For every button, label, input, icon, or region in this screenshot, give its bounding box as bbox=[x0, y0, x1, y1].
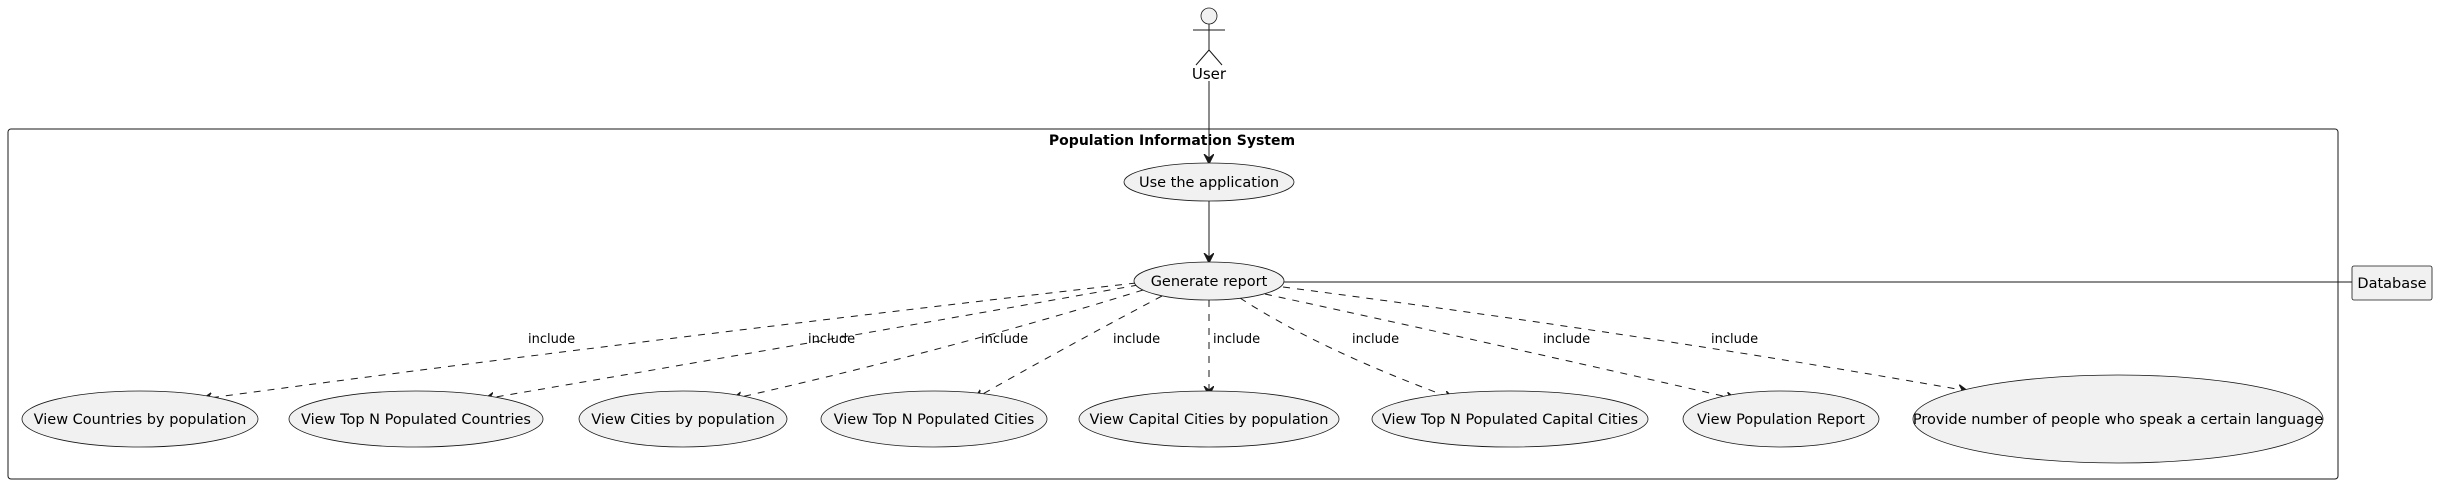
use-case-ellipse bbox=[1078, 390, 1340, 448]
include-label-cities: include bbox=[981, 332, 1028, 347]
database-actor[interactable]: Database bbox=[2351, 265, 2433, 301]
use-case-label: View Cities by population bbox=[591, 412, 775, 428]
include-arrow-cities bbox=[732, 289, 1144, 399]
user-actor-label: User bbox=[1192, 65, 1227, 83]
include-label-capital-cities: include bbox=[1213, 332, 1260, 347]
include-arrow-top-n-capital-cities bbox=[1239, 297, 1454, 399]
use-case-ellipse bbox=[21, 390, 259, 448]
use-case-ellipse bbox=[1682, 390, 1880, 448]
use-case-ellipse bbox=[820, 390, 1048, 448]
system-title: Population Information System bbox=[1049, 133, 1295, 149]
use-case-use-app[interactable]: Use the application bbox=[1123, 162, 1295, 202]
use-case-ellipse bbox=[1123, 162, 1295, 202]
use-case-label: Use the application bbox=[1139, 175, 1279, 191]
use-case-label: View Capital Cities by population bbox=[1090, 412, 1329, 428]
user-actor-right-leg bbox=[1208, 49, 1223, 66]
use-case-label: View Top N Populated Capital Cities bbox=[1382, 412, 1638, 428]
system-boundary-frame bbox=[7, 128, 2339, 480]
system-boundary: Population Information System bbox=[7, 128, 2339, 480]
use-case-language-speakers[interactable]: Provide number of people who speak a cer… bbox=[1912, 374, 2324, 464]
database-label: Database bbox=[2357, 276, 2426, 292]
use-case-label: View Top N Populated Cities bbox=[834, 412, 1035, 428]
include-arrow-countries bbox=[202, 282, 1137, 399]
use-case-ellipse bbox=[1371, 390, 1649, 448]
include-arrow-top-n-countries bbox=[484, 284, 1139, 399]
include-label-top-n-countries: include bbox=[808, 332, 855, 347]
use-case-label: Provide number of people who speak a cer… bbox=[1913, 412, 2323, 428]
use-case-capital-cities-by-population[interactable]: View Capital Cities by population bbox=[1078, 390, 1340, 448]
use-case-label: Generate report bbox=[1151, 274, 1268, 290]
use-case-top-n-cities[interactable]: View Top N Populated Cities bbox=[820, 390, 1048, 448]
include-label-language-speakers: include bbox=[1711, 332, 1758, 347]
use-case-top-n-capital-cities[interactable]: View Top N Populated Capital Cities bbox=[1371, 390, 1649, 448]
include-arrow-language-speakers bbox=[1282, 286, 1968, 391]
include-arrow-population-report bbox=[1264, 293, 1736, 399]
include-label-population-report: include bbox=[1543, 332, 1590, 347]
user-actor-head bbox=[1200, 7, 1218, 25]
user-actor-left-leg bbox=[1195, 49, 1210, 66]
use-case-countries-by-population[interactable]: View Countries by population bbox=[21, 390, 259, 448]
include-arrow-top-n-cities bbox=[974, 295, 1163, 399]
use-case-label: View Top N Populated Countries bbox=[301, 412, 531, 428]
use-case-label: View Countries by population bbox=[34, 412, 247, 428]
user-actor[interactable]: User bbox=[1192, 7, 1227, 83]
database-box bbox=[2351, 265, 2433, 301]
use-case-generate-report[interactable]: Generate report bbox=[1133, 261, 1285, 301]
use-case-top-n-countries[interactable]: View Top N Populated Countries bbox=[288, 390, 544, 448]
use-case-label: View Population Report bbox=[1697, 412, 1865, 428]
include-label-top-n-cities: include bbox=[1113, 332, 1160, 347]
use-case-population-report[interactable]: View Population Report bbox=[1682, 390, 1880, 448]
use-case-ellipse bbox=[578, 390, 788, 448]
include-label-countries: include bbox=[528, 332, 575, 347]
include-label-top-n-capital-cities: include bbox=[1352, 332, 1399, 347]
use-case-cities-by-population[interactable]: View Cities by population bbox=[578, 390, 788, 448]
use-case-ellipse bbox=[1912, 374, 2324, 464]
use-case-ellipse bbox=[1133, 261, 1285, 301]
use-case-ellipse bbox=[288, 390, 544, 448]
